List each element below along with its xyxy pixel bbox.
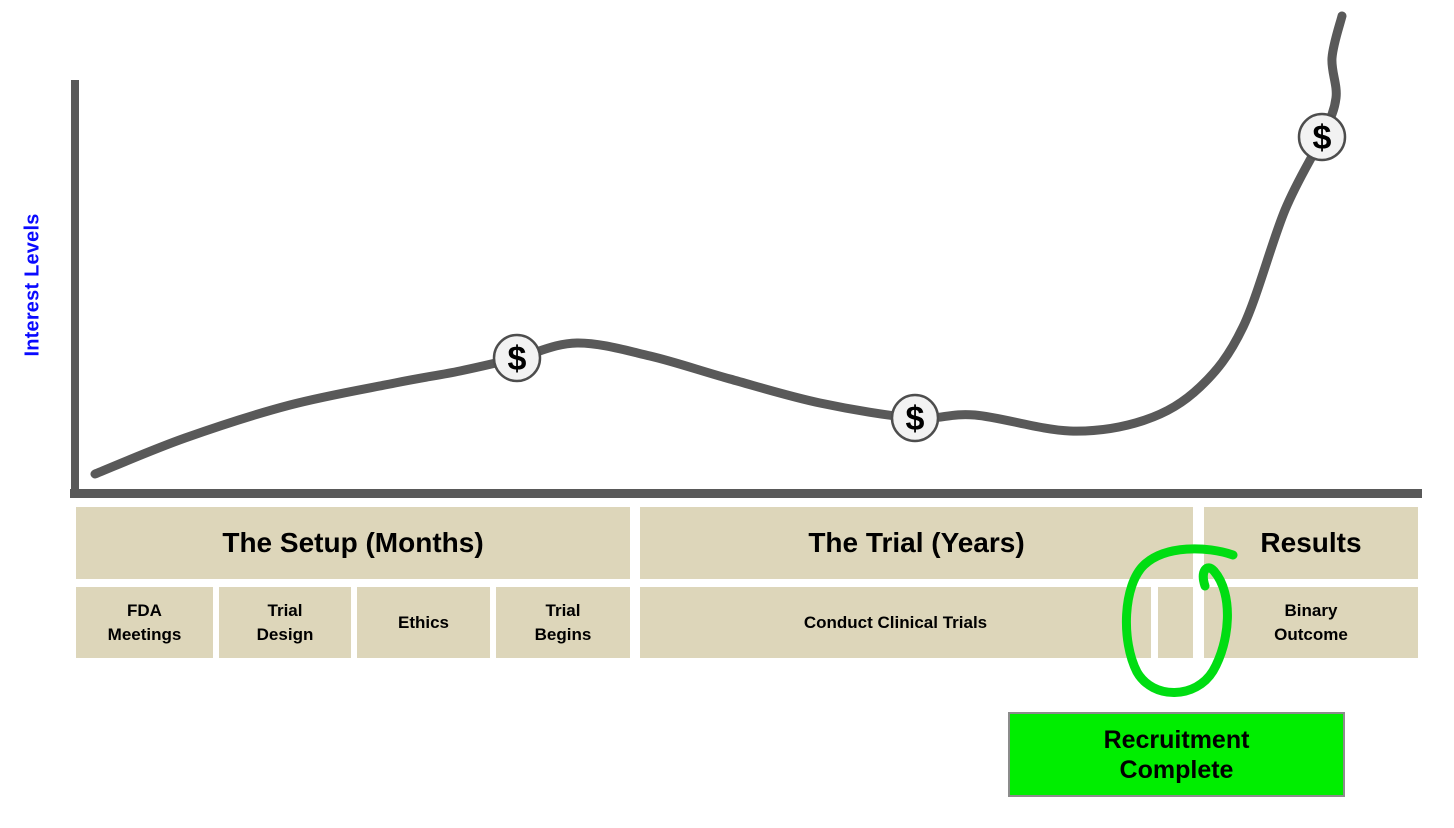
dollar-sign: $ (508, 340, 527, 378)
stage-fda-meetings: FDA Meetings (76, 587, 213, 658)
y-axis-line (71, 80, 79, 498)
phase-trial: The Trial (Years) (640, 507, 1193, 579)
phase-setup: The Setup (Months) (76, 507, 630, 579)
stage-trial-design: Trial Design (219, 587, 351, 658)
stage-ethics: Ethics (357, 587, 490, 658)
stage-trial-begins: Trial Begins (496, 587, 630, 658)
dollar-sign: $ (906, 400, 925, 438)
dollar-sign: $ (1313, 119, 1332, 157)
recruitment-complete-callout: Recruitment Complete (1008, 712, 1345, 797)
money-milestone-marker: $ (492, 333, 542, 383)
x-axis-line (70, 489, 1422, 498)
money-marker-circle (1297, 112, 1347, 162)
money-marker-circle (492, 333, 542, 383)
phase-results: Results (1204, 507, 1418, 579)
stage-conduct-clinical-trials: Conduct Clinical Trials (640, 587, 1151, 658)
y-axis-label: Interest Levels (21, 213, 44, 357)
money-milestone-marker: $ (890, 393, 940, 443)
money-marker-circle (890, 393, 940, 443)
stage-recruitment-gap (1158, 587, 1193, 658)
money-milestone-marker: $ (1297, 112, 1347, 162)
stage-binary-outcome: Binary Outcome (1204, 587, 1418, 658)
interest-curve (90, 11, 1347, 479)
